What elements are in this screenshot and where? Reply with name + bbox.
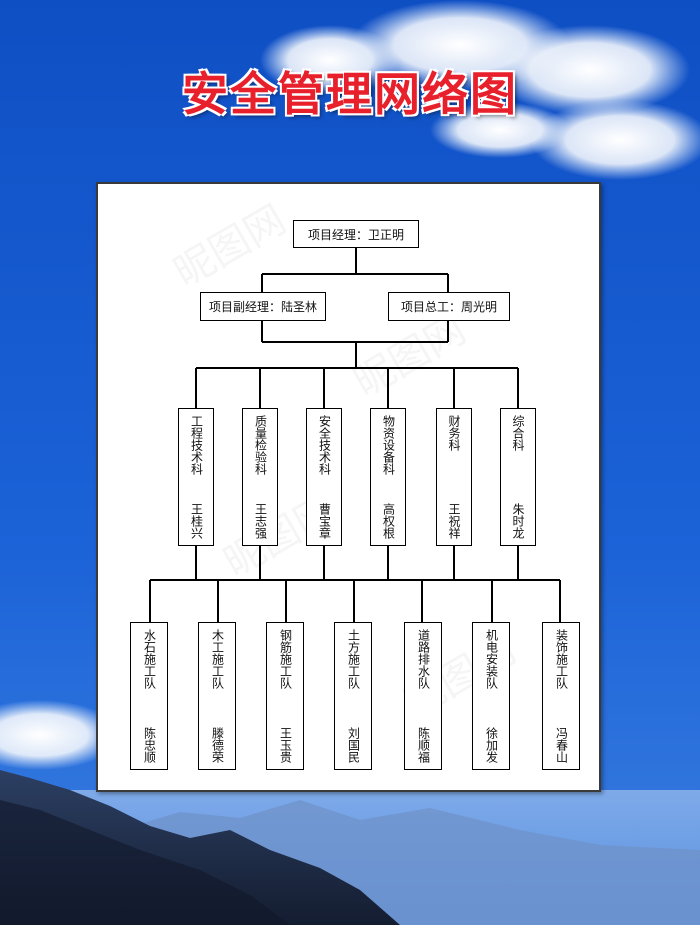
department-box: 质量检验科 王志强 bbox=[242, 408, 278, 546]
department-head: 王志强 bbox=[253, 503, 268, 539]
deputy-label: 项目副经理：陆圣林 bbox=[208, 300, 317, 314]
department-head: 王祝祥 bbox=[447, 503, 461, 539]
department-name: 物资设备科 bbox=[381, 415, 396, 475]
department-head: 朱时龙 bbox=[511, 503, 525, 539]
page-title: 安全管理网络图 bbox=[182, 67, 518, 121]
team-box: 水石施工队 陈忠顺 bbox=[130, 622, 168, 770]
team-box: 土方施工队 刘国民 bbox=[334, 622, 372, 770]
department-box: 安全技术科 曹宝章 bbox=[306, 408, 342, 546]
department-name: 质量检验科 bbox=[253, 415, 268, 475]
team-box: 机电安装队 徐加发 bbox=[472, 622, 510, 770]
team-name: 道路排水队 bbox=[416, 629, 431, 689]
team-head: 陈忠顺 bbox=[142, 727, 157, 763]
department-box: 工程技术科 王桂兴 bbox=[178, 408, 214, 546]
team-head: 滕德荣 bbox=[210, 727, 225, 763]
department-name: 财务科 bbox=[447, 415, 461, 451]
deputy-manager-box: 项目副经理：陆圣林 bbox=[200, 292, 326, 321]
team-box: 道路排水队 陈顺福 bbox=[404, 622, 442, 770]
chief-engineer-label: 项目总工：周光明 bbox=[400, 300, 497, 314]
team-name: 土方施工队 bbox=[346, 629, 361, 689]
org-chart-panel: 昵图网 昵图网 昵图网 昵图网 bbox=[96, 182, 601, 792]
department-box: 财务科 王祝祥 bbox=[436, 408, 472, 546]
team-name: 水石施工队 bbox=[142, 629, 157, 689]
department-name: 安全技术科 bbox=[317, 415, 332, 475]
team-box: 木工施工队 滕德荣 bbox=[198, 622, 236, 770]
clouds bbox=[0, 0, 700, 770]
connector-lines bbox=[149, 248, 561, 622]
department-head: 高权根 bbox=[381, 503, 396, 539]
team-head: 王玉贵 bbox=[278, 727, 293, 763]
team-name: 木工施工队 bbox=[210, 629, 225, 689]
team-box: 钢筋施工队 王玉贵 bbox=[266, 622, 304, 770]
department-box: 综合科 朱时龙 bbox=[500, 408, 536, 546]
manager-label: 项目经理：卫正明 bbox=[307, 227, 404, 242]
department-head: 曹宝章 bbox=[317, 503, 332, 539]
department-name: 工程技术科 bbox=[189, 415, 204, 475]
team-head: 刘国民 bbox=[346, 727, 361, 763]
team-head: 陈顺福 bbox=[416, 727, 431, 763]
team-box: 装饰施工队 冯春山 bbox=[542, 622, 580, 770]
team-name: 装饰施工队 bbox=[554, 629, 569, 689]
department-box: 物资设备科 高权根 bbox=[370, 408, 406, 546]
chief-engineer-box: 项目总工：周光明 bbox=[388, 292, 510, 321]
department-head: 王桂兴 bbox=[189, 503, 204, 539]
team-name: 机电安装队 bbox=[484, 629, 499, 689]
manager-box: 项目经理：卫正明 bbox=[293, 220, 419, 248]
team-head: 冯春山 bbox=[554, 727, 569, 763]
team-head: 徐加发 bbox=[484, 727, 499, 763]
team-name: 钢筋施工队 bbox=[278, 629, 293, 689]
department-name: 综合科 bbox=[511, 415, 525, 451]
